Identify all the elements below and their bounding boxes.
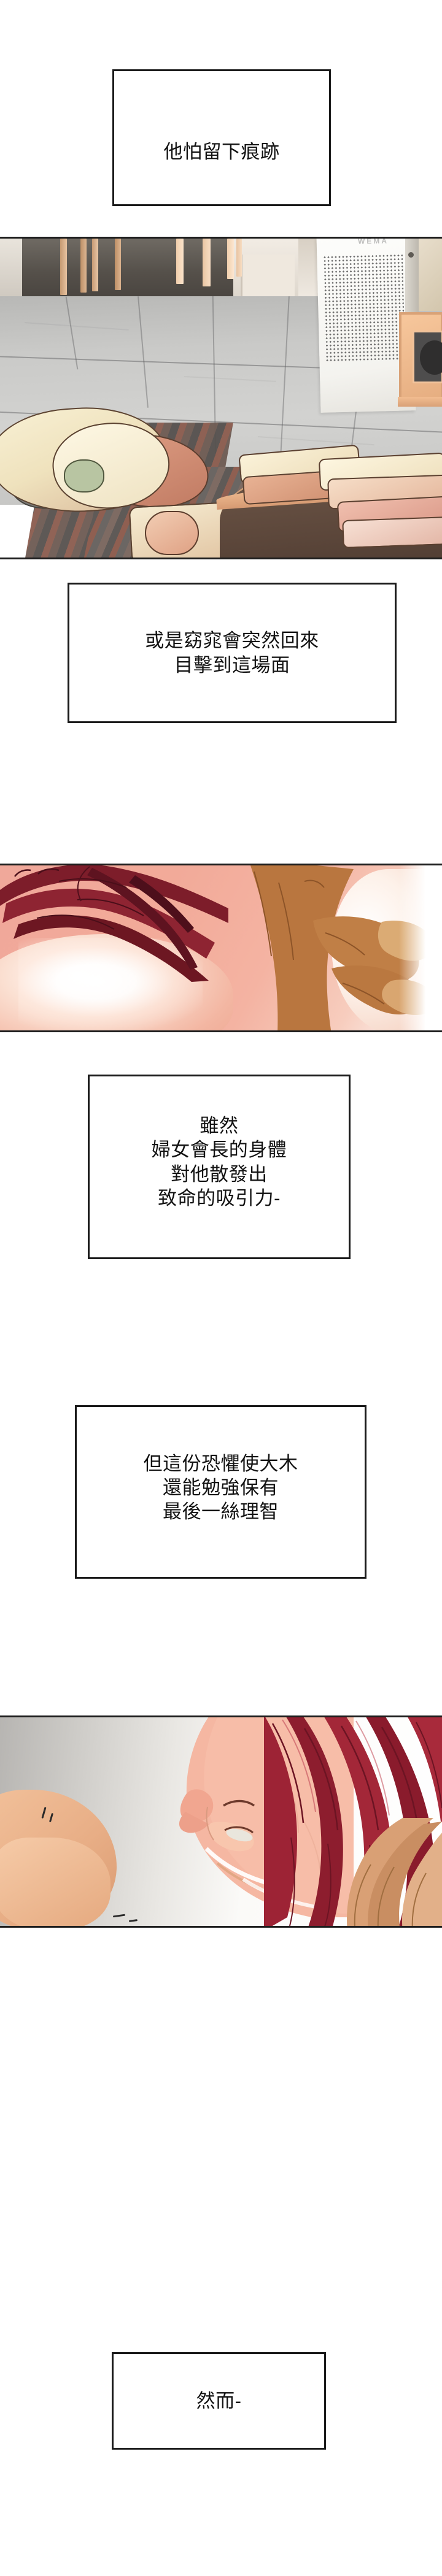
caption-box-1: 他怕留下痕跡	[112, 69, 331, 206]
wall-right-inset	[241, 255, 295, 297]
foreground-chin-left	[0, 1838, 110, 1926]
table-leg	[60, 239, 67, 295]
caption-2-line-1: 或是窈窕會突然回來	[145, 630, 319, 652]
caption-box-4: 但這份恐懼使大木 還能勉強保有 最後一絲理智	[75, 1405, 366, 1579]
wall-left-jamb	[0, 239, 22, 297]
caption-1-line-1: 他怕留下痕跡	[163, 140, 280, 163]
microwave-glass	[420, 340, 442, 375]
caption-3-line-3: 對他散發出	[171, 1163, 268, 1185]
caption-box-3: 雖然 婦女會長的身體 對他散發出 致命的吸引力-	[88, 1075, 351, 1259]
caption-3-line-4: 致命的吸引力-	[158, 1187, 281, 1209]
folded-cloth	[145, 511, 199, 555]
clothing-pile-item	[64, 459, 104, 493]
panel-3-face-closeup	[0, 1715, 442, 1928]
wall-stone-panel	[416, 239, 442, 311]
table-leg	[80, 239, 87, 293]
caption-3-text: 雖然 婦女會長的身體 對他散發出 致命的吸引力-	[152, 1114, 287, 1219]
caption-4-text: 但這份恐懼使大木 還能勉強保有 最後一絲理智	[144, 1452, 298, 1532]
caption-4-line-1: 但這份恐懼使大木	[143, 1452, 298, 1474]
chair-leg	[236, 239, 242, 277]
appliance-side-panel	[405, 239, 419, 315]
caption-box-5: 然而-	[112, 2352, 326, 2450]
caption-box-2: 或是窈窕會突然回來 目擊到這場面	[68, 583, 397, 723]
dark-red-hair	[0, 865, 276, 982]
chair-leg	[227, 239, 234, 279]
table-leg	[92, 239, 98, 291]
caption-3-line-1: 雖然	[200, 1115, 239, 1137]
chair-leg	[203, 239, 211, 286]
table-leg	[115, 239, 121, 290]
caption-2-line-2: 目擊到這場面	[174, 654, 290, 676]
microwave-base	[398, 397, 442, 407]
caption-2-text: 或是窈窕會突然回來 目擊到這場面	[145, 629, 319, 677]
caption-3-line-2: 婦女會長的身體	[151, 1139, 287, 1161]
panel-2-skin-closeup	[0, 864, 442, 1032]
hand-foreground	[344, 1815, 442, 1926]
appliance-brand-label: WEMA	[357, 237, 389, 246]
caption-5-text: 然而-	[196, 2389, 242, 2413]
caption-4-line-2: 還能勉強保有	[163, 1476, 279, 1498]
right-edge-fade	[399, 865, 442, 1030]
appliance-grille	[322, 253, 406, 362]
folded-towel	[342, 516, 442, 549]
caption-5-line-1: 然而-	[196, 2390, 242, 2412]
caption-4-line-3: 最後一絲理智	[163, 1501, 279, 1523]
panel-1-floor-scene: WEMA	[0, 237, 442, 559]
caption-1-text: 他怕留下痕跡	[164, 112, 280, 164]
chair-leg	[176, 239, 184, 284]
appliance-knob	[408, 252, 414, 258]
